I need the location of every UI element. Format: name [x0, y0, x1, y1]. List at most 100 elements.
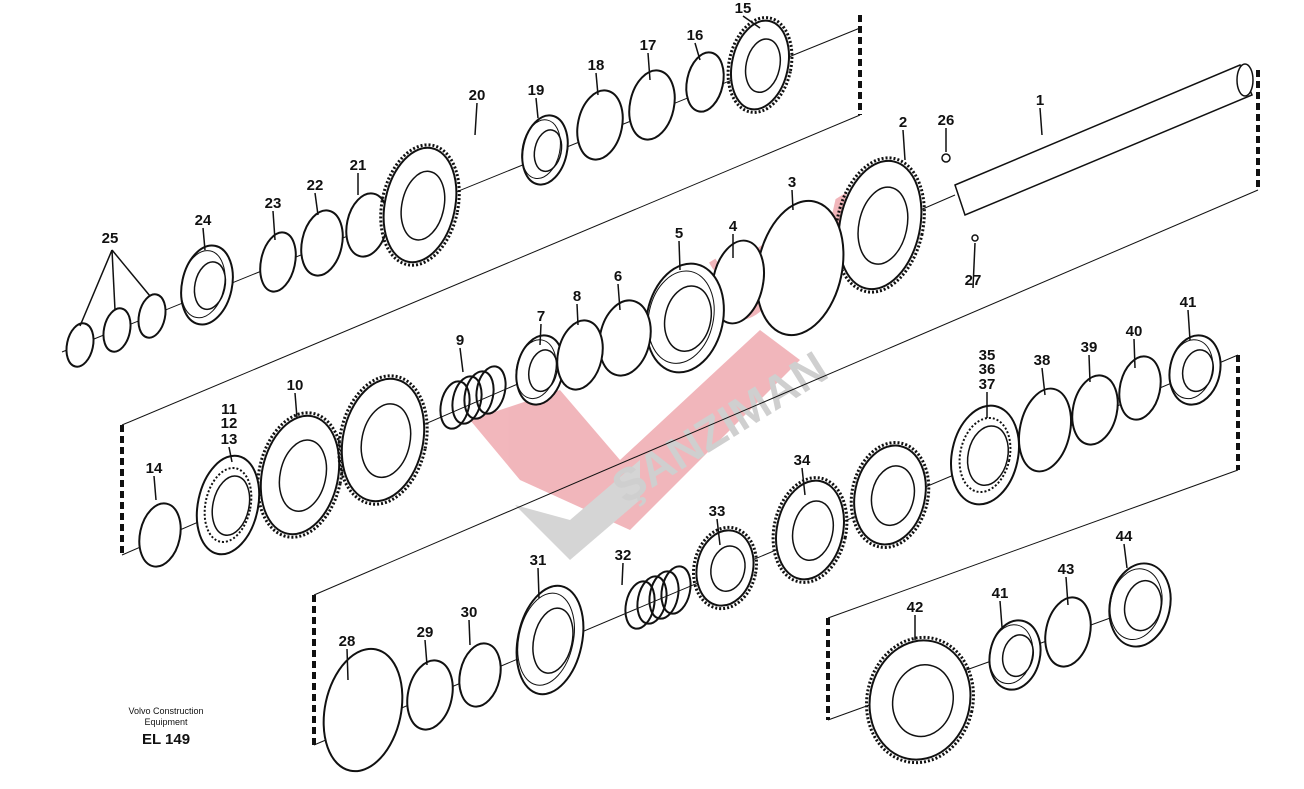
- part-bearing: [988, 619, 1042, 691]
- callout-36: 36: [979, 361, 996, 378]
- callout-13: 13: [221, 431, 238, 448]
- callout-16: 16: [687, 27, 704, 44]
- callout-15: 15: [735, 0, 752, 17]
- callout-31: 31: [530, 552, 547, 569]
- leader-line: [111, 249, 116, 311]
- part-bearing: [180, 244, 234, 326]
- parts: [65, 16, 1254, 773]
- part-plate: [195, 454, 261, 556]
- leader-line: [1133, 338, 1136, 369]
- leader-line: [294, 392, 298, 419]
- callout-33: 33: [709, 503, 726, 520]
- part-shaft: [954, 64, 1253, 217]
- leader-line: [539, 323, 542, 346]
- shaft-end: [1236, 63, 1254, 97]
- leader-line: [272, 210, 276, 241]
- callout-42: 42: [907, 599, 924, 616]
- part-gear: [834, 156, 926, 294]
- leader-line: [576, 303, 579, 326]
- leader-line: [1039, 107, 1043, 136]
- part-ring: [137, 293, 167, 339]
- part-gear: [771, 476, 849, 584]
- callout-40: 40: [1126, 323, 1143, 340]
- leader-line: [647, 52, 651, 81]
- part-ring: [300, 209, 344, 277]
- callout-35: 35: [979, 347, 996, 364]
- leader-line: [202, 227, 206, 251]
- callout-17: 17: [640, 37, 657, 54]
- drawing-footer: Volvo Construction Equipment EL 149: [108, 706, 224, 748]
- leader-line: [424, 639, 428, 666]
- part-gear: [692, 525, 758, 611]
- leader-line: [791, 189, 794, 211]
- part-ring: [628, 69, 676, 141]
- leader-lines: [79, 15, 1191, 681]
- leader-line: [1065, 576, 1069, 606]
- company-name-line2: Equipment: [144, 717, 188, 727]
- leader-line: [595, 72, 599, 96]
- callout-25: 25: [102, 230, 119, 247]
- callout-21: 21: [350, 157, 367, 174]
- part-gear: [256, 411, 344, 539]
- leader-line: [346, 648, 349, 681]
- part-ring: [102, 307, 132, 353]
- leader-line: [1123, 543, 1128, 569]
- axis-line: [827, 469, 1239, 619]
- callout-23: 23: [265, 195, 282, 212]
- callout-43: 43: [1058, 561, 1075, 578]
- callout-11: 11: [221, 401, 237, 418]
- part-ring: [556, 319, 604, 391]
- leader-line: [474, 102, 478, 136]
- part-ring: [685, 51, 725, 113]
- part-gear: [849, 441, 931, 549]
- part-plate: [950, 404, 1020, 506]
- leader-line: [537, 567, 540, 599]
- callout-12: 12: [221, 415, 238, 432]
- part-ring: [322, 647, 404, 773]
- callout-28: 28: [339, 633, 356, 650]
- part-bearing: [645, 262, 725, 374]
- callout-24: 24: [195, 212, 212, 229]
- part-bearing: [515, 334, 565, 406]
- part-ring: [1044, 596, 1092, 668]
- leader-line: [228, 446, 233, 463]
- callout-22: 22: [307, 177, 324, 194]
- callout-37: 37: [979, 376, 996, 393]
- callout-8: 8: [573, 288, 581, 305]
- callout-3: 3: [788, 174, 796, 191]
- drawing-code: EL 149: [141, 731, 191, 748]
- part-ring: [259, 231, 297, 293]
- leader-line: [535, 97, 539, 119]
- part-bearing: [515, 584, 585, 696]
- part-pin: [971, 234, 979, 242]
- part-spring: [660, 565, 692, 615]
- leader-line: [153, 475, 157, 501]
- leader-line: [79, 249, 113, 327]
- callout-labels: 1234567891011121314151617181920212223242…: [102, 0, 1197, 650]
- leader-line: [314, 192, 319, 216]
- watermark-logo-grey: [515, 460, 640, 560]
- part-spring: [475, 365, 507, 415]
- callout-19: 19: [528, 82, 545, 99]
- part-bearing: [1168, 334, 1222, 406]
- callout-41: 41: [1180, 294, 1197, 311]
- part-ring: [1118, 355, 1162, 421]
- callout-38: 38: [1034, 352, 1051, 369]
- part-ring: [65, 322, 95, 368]
- part-gear: [865, 635, 975, 765]
- watermark-logo: [470, 330, 800, 530]
- leader-line: [742, 15, 761, 29]
- callout-4: 4: [729, 218, 738, 235]
- callout-34: 34: [794, 452, 811, 469]
- part-ring: [458, 642, 502, 708]
- callout-41: 41: [992, 585, 1009, 602]
- leader-line: [678, 240, 681, 271]
- part-ring: [138, 502, 182, 568]
- company-name-line1: Volvo Construction: [128, 706, 204, 716]
- callout-10: 10: [287, 377, 304, 394]
- leader-line: [1088, 354, 1091, 383]
- callout-18: 18: [588, 57, 605, 74]
- callout-1: 1: [1036, 92, 1044, 109]
- callout-20: 20: [469, 87, 486, 104]
- leader-line: [1187, 309, 1191, 341]
